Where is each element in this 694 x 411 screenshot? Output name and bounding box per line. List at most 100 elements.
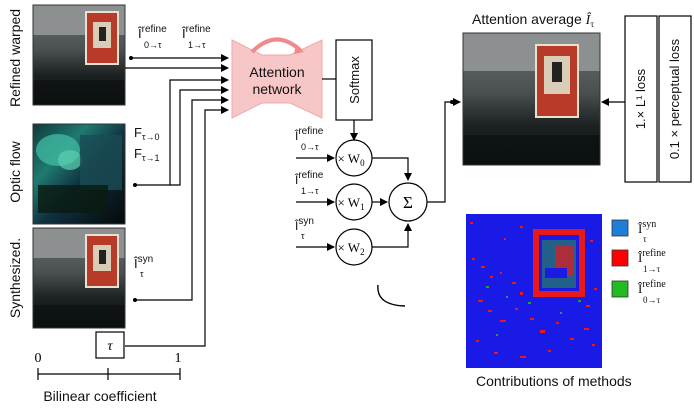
tau-box <box>95 331 125 359</box>
input-label-refine-0: Îrefine 0→τ <box>137 24 167 50</box>
svg-text:Îrefine: Îrefine <box>638 248 666 265</box>
legend-sub: 0→τ <box>643 295 661 305</box>
legend-sup: syn <box>642 219 656 230</box>
legend-swatch <box>611 219 629 237</box>
perceptual-loss-box <box>658 15 692 183</box>
svg-text:Îrefine: Îrefine <box>638 279 666 296</box>
legend-sup: refine <box>642 248 666 259</box>
weight-input-label-2: Îsyn τ <box>294 216 314 241</box>
svg-text:Îrefine: Îrefine <box>294 126 324 143</box>
l1-loss-box <box>624 15 658 183</box>
math-base: F <box>134 146 142 161</box>
output-title-symbol: Î <box>585 11 592 28</box>
svg-text:Fτ→0: Fτ→0 <box>134 125 160 142</box>
legend-swatch <box>611 249 629 267</box>
legend-swatch <box>611 280 629 298</box>
svg-text:Fτ→1: Fτ→1 <box>134 146 160 163</box>
weight-label: × W <box>337 195 360 210</box>
refined-warped-image <box>32 4 126 106</box>
attention-network <box>231 37 323 119</box>
math-base: Î <box>137 26 142 41</box>
math-base: F <box>134 125 142 140</box>
svg-text:Îrefine: Îrefine <box>294 170 324 187</box>
math-sub: τ→1 <box>142 153 160 163</box>
synthesized-image <box>32 227 126 329</box>
input-label-syn: Îsyn τ <box>133 254 153 279</box>
optic-flow-image <box>32 123 126 225</box>
math-base: Î <box>133 256 138 271</box>
weight-sub: 2 <box>360 247 365 257</box>
math-sub: 0→τ <box>144 40 162 50</box>
svg-text:× W1: × W1 <box>337 195 364 212</box>
legend-base: Î <box>638 250 643 265</box>
decorative-curve <box>377 284 406 307</box>
legend-sup: refine <box>642 279 666 290</box>
svg-text:× W0: × W0 <box>337 151 365 168</box>
weight-label: × W <box>337 151 360 166</box>
output-title-sub: τ <box>590 19 594 29</box>
legend-sub: τ <box>643 234 647 244</box>
math-base: Î <box>294 172 299 187</box>
math-base: Î <box>294 128 299 143</box>
attention-average-image <box>462 32 601 166</box>
row-label-refined-warped: Refined warped <box>7 9 23 107</box>
weight-node-1: × W1 <box>335 183 373 221</box>
output-title: Attention average Îτ <box>472 11 594 29</box>
softmax-box <box>335 39 373 121</box>
weight-input-label-1: Îrefine 1→τ <box>294 170 324 196</box>
svg-text:Îrefine: Îrefine <box>137 24 167 41</box>
weight-node-2: × W2 <box>335 228 373 266</box>
bilinear-axis <box>37 368 181 380</box>
softmax-label: Softmax <box>347 56 362 104</box>
contributions-map <box>466 214 602 368</box>
contributions-caption: Contributions of methods <box>476 373 632 389</box>
math-sup: refine <box>186 24 211 35</box>
math-sup: syn <box>138 254 154 265</box>
math-sub: τ→0 <box>142 132 160 142</box>
weight-sub: 1 <box>360 202 365 212</box>
legend-base: Î <box>638 281 643 296</box>
weight-label: × W <box>337 240 360 255</box>
axis-tick-1: 1 <box>175 351 182 366</box>
contributions-legend: Îsyn τ Îrefine 1→τ Îrefine 0→τ <box>611 219 666 305</box>
svg-text:Îsyn: Îsyn <box>133 254 153 271</box>
math-sub: 1→τ <box>188 40 206 50</box>
math-sub: τ <box>301 231 305 241</box>
weight-input-label-0: Îrefine 0→τ <box>294 126 324 152</box>
math-base: Î <box>181 26 186 41</box>
row-label-synthesized: Synthesized. <box>7 238 23 318</box>
weight-sub: 0 <box>360 158 365 168</box>
math-sub: 0→τ <box>301 142 319 152</box>
svg-text:× W2: × W2 <box>337 240 364 257</box>
axis-tick-0: 0 <box>35 351 42 366</box>
legend-item-refine-1: Îrefine 1→τ <box>611 248 666 274</box>
svg-text:Îsyn: Îsyn <box>638 219 656 236</box>
weight-node-0: × W0 <box>335 139 373 177</box>
tau-box-label: τ <box>107 339 113 354</box>
math-sup: refine <box>298 170 323 181</box>
output-title-prefix: Attention average <box>472 11 586 27</box>
math-sub: 1→τ <box>301 186 319 196</box>
bilinear-caption: Bilinear coefficient <box>43 388 156 404</box>
input-label-refine-1: Îrefine 1→τ <box>181 24 211 50</box>
legend-base: Î <box>638 221 643 236</box>
sum-symbol: Σ <box>403 193 413 212</box>
math-sup: refine <box>142 24 167 35</box>
network-label-line1: Attention <box>249 64 304 80</box>
legend-sub: 1→τ <box>643 264 661 274</box>
l1-loss-label: 1.× L¹ loss <box>633 68 648 129</box>
legend-item-syn: Îsyn τ <box>611 219 656 244</box>
svg-text:Îrefine: Îrefine <box>181 24 211 41</box>
input-connectors <box>125 54 229 347</box>
svg-text:Îsyn: Îsyn <box>294 216 314 233</box>
math-sup: syn <box>298 216 314 227</box>
input-label-flow: Fτ→0 Fτ→1 <box>134 125 160 163</box>
weights-to-sum <box>372 98 461 248</box>
perceptual-loss-label: 0.1 × perceptual loss <box>667 38 682 159</box>
legend-item-refine-0: Îrefine 0→τ <box>611 279 666 305</box>
math-sup: refine <box>298 126 323 137</box>
math-sub: τ <box>140 269 144 279</box>
weight-inputs <box>296 154 335 251</box>
network-label-line2: network <box>252 81 302 97</box>
